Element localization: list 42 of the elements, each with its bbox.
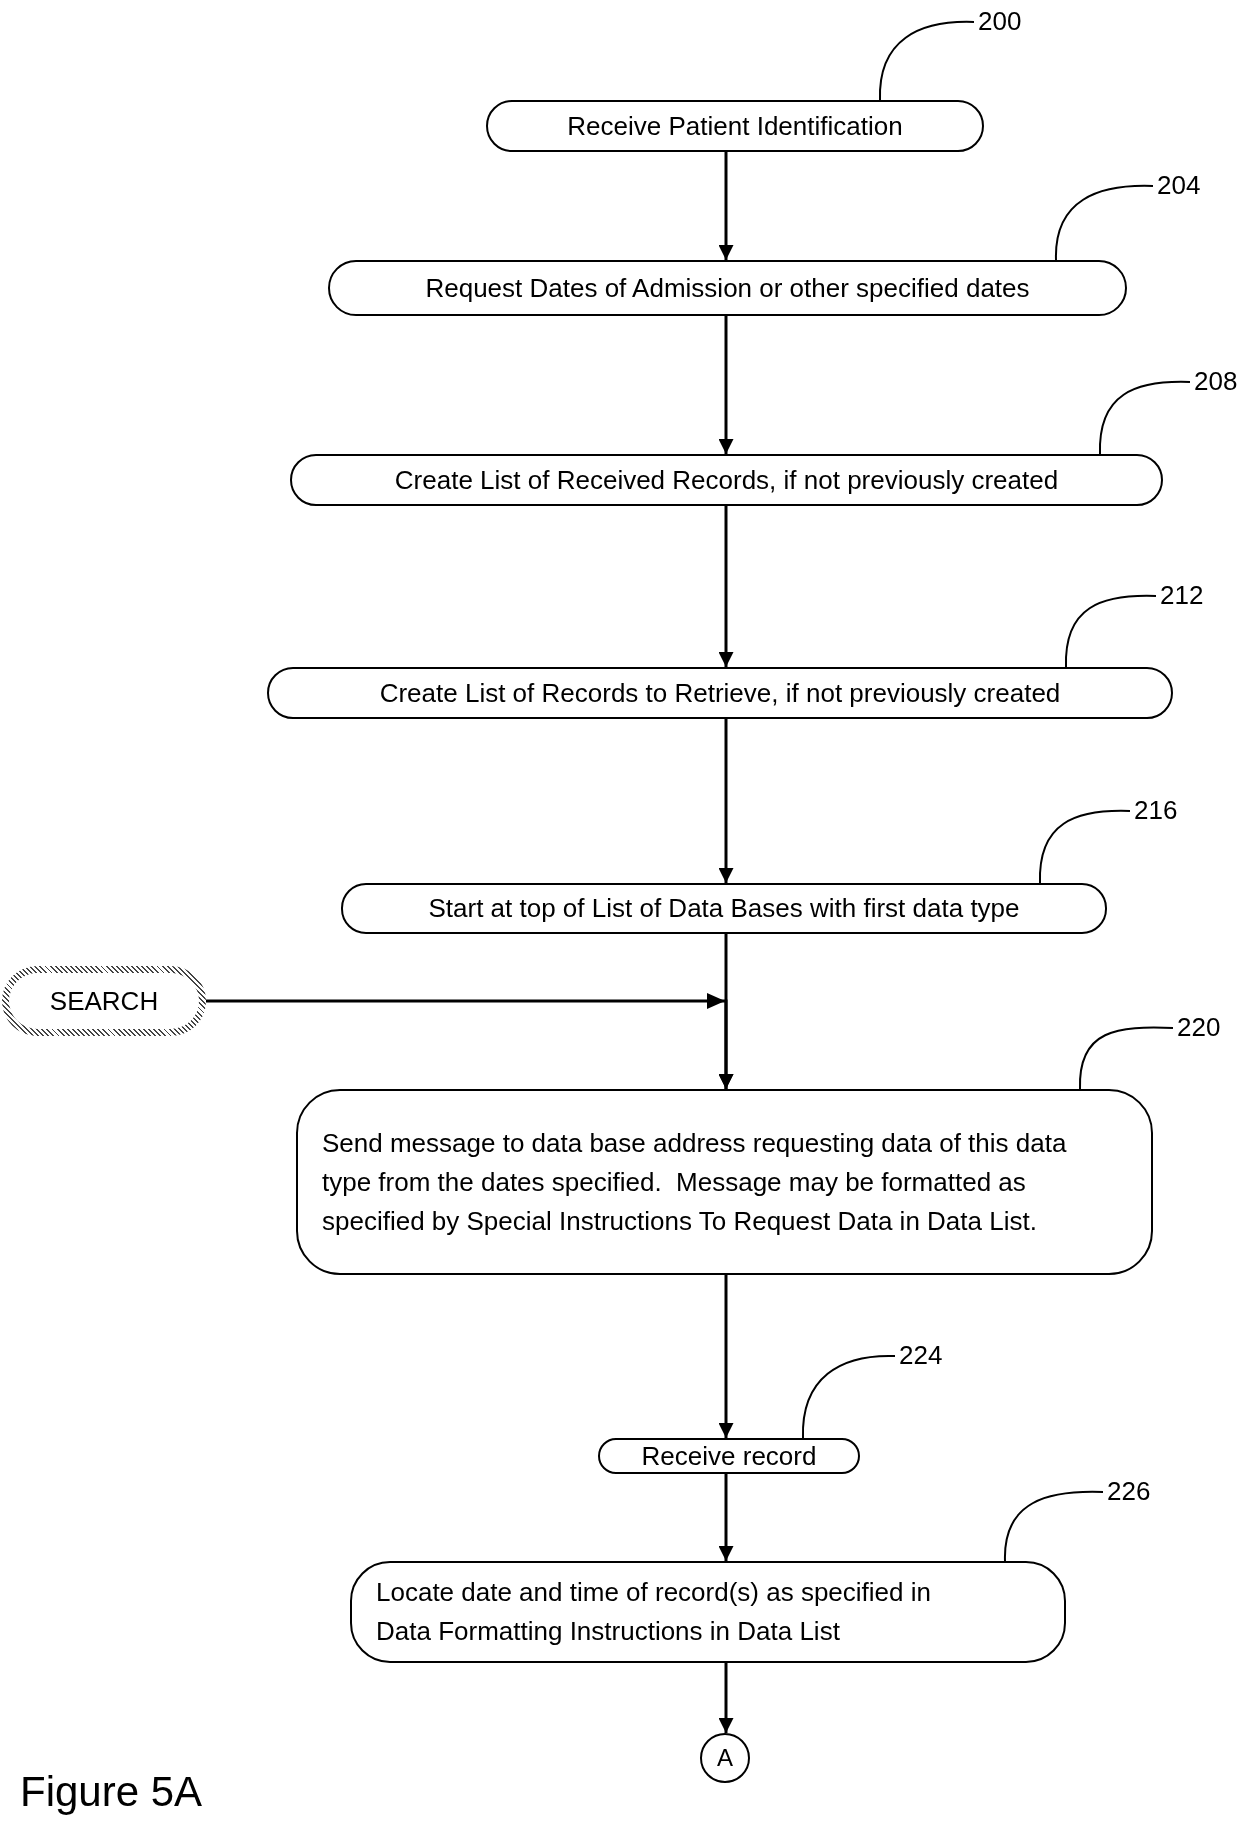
process-box [350, 1561, 1066, 1663]
process-box [341, 883, 1107, 934]
arrow [718, 1663, 734, 1733]
callout-number: 224 [899, 1340, 943, 1371]
node-text: Request Dates of Admission or other specified dates [425, 272, 1030, 304]
leader-line [1065, 594, 1157, 668]
process-box [328, 260, 1127, 316]
process-box [486, 100, 984, 152]
leader-line [1055, 184, 1154, 261]
leader-line [1079, 1026, 1174, 1090]
node-text: Send message to data base address requesting data of this data type from the dates specified. Message may be formatted as specified by Special Instructions To Request Data in Data List. [322, 1126, 1068, 1238]
node-text: Start at top of List of Data Bases with first data type [428, 893, 1020, 924]
leader-line [1099, 380, 1191, 455]
process-box [598, 1438, 860, 1474]
leader-line [1039, 809, 1131, 884]
arrow [718, 152, 734, 260]
arrow [718, 1275, 734, 1438]
node-text: Create List of Records to Retrieve, if not previously created [379, 677, 1061, 709]
leader-line [879, 20, 975, 101]
leader-line [802, 1355, 896, 1439]
process-box [290, 454, 1163, 506]
connector-circle: A [700, 1733, 750, 1783]
callout-number: 208 [1194, 366, 1238, 397]
node-text: Receive record [641, 1440, 817, 1472]
figure-caption: Figure 5A [20, 1768, 203, 1816]
arrow [718, 1474, 734, 1561]
leader-line [1004, 1490, 1104, 1562]
arrow [718, 506, 734, 667]
callout-number: 220 [1177, 1012, 1221, 1043]
node-text: Receive Patient Identification [567, 110, 903, 142]
callout-number: 216 [1134, 795, 1178, 826]
node-text: Locate date and time of record(s) as specified in Data Formatting Instructions in Data List [376, 1576, 932, 1648]
callout-number: 204 [1157, 170, 1201, 201]
node-text: SEARCH [9, 973, 199, 1029]
callout-number: 212 [1160, 580, 1204, 611]
process-box [267, 667, 1173, 719]
callout-number: 200 [978, 6, 1022, 37]
arrow [718, 719, 734, 883]
process-box [296, 1089, 1153, 1275]
callout-number: 226 [1107, 1476, 1151, 1507]
arrow [718, 316, 734, 454]
node-text: Create List of Received Records, if not previously created [394, 464, 1059, 496]
